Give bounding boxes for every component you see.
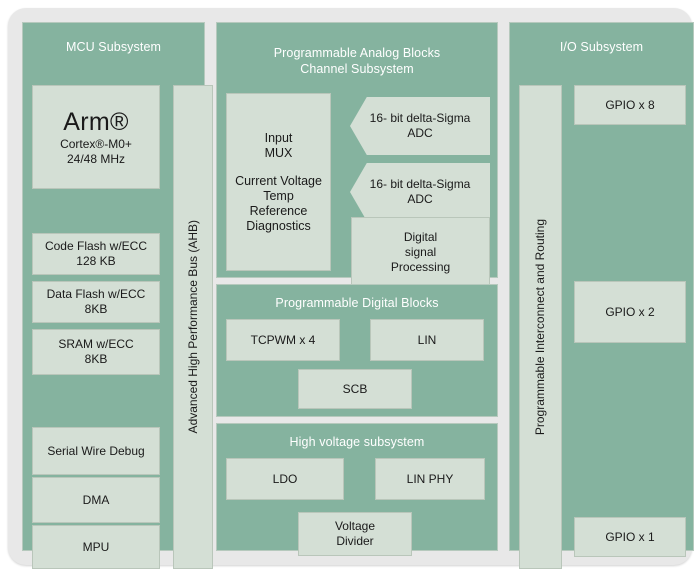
code-flash-size: 128 KB <box>76 254 116 268</box>
adc1-line1: 16- bit delta-Sigma <box>369 111 471 125</box>
block-dma[interactable]: DMA <box>32 477 160 523</box>
voltage-divider-line1: Voltage <box>334 519 376 533</box>
block-scb[interactable]: SCB <box>298 369 412 409</box>
input-mux-line5: Reference <box>249 203 308 218</box>
voltage-divider-line2: Divider <box>336 534 374 548</box>
block-ahb-bus[interactable]: Advanced High Performance Bus (AHB) <box>173 85 213 569</box>
panel-title-analog: Programmable Analog Blocks Channel Subsy… <box>217 45 497 77</box>
block-lin-phy[interactable]: LIN PHY <box>375 458 485 500</box>
input-mux-line3: Current Voltage <box>235 173 322 188</box>
panel-title-mcu-subsystem: MCU Subsystem <box>65 40 162 54</box>
block-digital-signal-processing[interactable]: Digital signal Processing <box>351 217 490 287</box>
block-adc-2[interactable]: 16- bit delta-Sigma ADC <box>350 163 490 221</box>
block-voltage-divider[interactable]: Voltage Divider <box>298 512 412 556</box>
dsp-line2: signal <box>404 244 437 259</box>
block-gpio-x8[interactable]: GPIO x 8 <box>574 85 686 125</box>
block-gpio-x2[interactable]: GPIO x 2 <box>574 281 686 343</box>
input-mux-line2: MUX <box>264 145 293 160</box>
block-ldo[interactable]: LDO <box>226 458 344 500</box>
block-lin[interactable]: LIN <box>370 319 484 361</box>
analog-title-line1: Programmable Analog Blocks <box>273 46 441 60</box>
panel-title-high-voltage: High voltage subsystem <box>289 435 425 449</box>
panel-high-voltage-subsystem: High voltage subsystem LDO LIN PHY Volta… <box>216 423 498 556</box>
chip-outline: MCU Subsystem Arm® Cortex®-M0+ 24/48 MHz… <box>8 8 694 569</box>
block-code-flash[interactable]: Code Flash w/ECC 128 KB <box>32 233 160 275</box>
block-gpio-x1[interactable]: GPIO x 1 <box>574 517 686 557</box>
input-mux-line4: Temp <box>263 188 294 203</box>
panel-mcu-subsystem: MCU Subsystem Arm® Cortex®-M0+ 24/48 MHz… <box>22 22 213 569</box>
panel-io-subsystem: I/O Subsystem Programmable Interconnect … <box>509 22 694 569</box>
block-adc-1[interactable]: 16- bit delta-Sigma ADC <box>350 97 490 155</box>
dsp-line1: Digital <box>403 229 438 244</box>
panel-title-io-subsystem: I/O Subsystem <box>559 40 644 54</box>
panel-programmable-digital-blocks: Programmable Digital Blocks TCPWM x 4 LI… <box>216 284 498 417</box>
panel-title-digital: Programmable Digital Blocks <box>275 296 439 310</box>
block-sram[interactable]: SRAM w/ECC 8KB <box>32 329 160 375</box>
block-input-mux[interactable]: Input MUX Current Voltage Temp Reference… <box>226 93 331 271</box>
block-data-flash[interactable]: Data Flash w/ECC 8KB <box>32 281 160 323</box>
interconnect-label: Programmable Interconnect and Routing <box>533 218 547 436</box>
block-tcpwm[interactable]: TCPWM x 4 <box>226 319 340 361</box>
block-serial-wire-debug[interactable]: Serial Wire Debug <box>32 427 160 475</box>
arm-clock-label: 24/48 MHz <box>66 152 126 166</box>
block-arm-cortex-m0[interactable]: Arm® Cortex®-M0+ 24/48 MHz <box>32 85 160 189</box>
dsp-line3: Processing <box>390 259 451 274</box>
ahb-bus-label: Advanced High Performance Bus (AHB) <box>185 220 200 434</box>
data-flash-label: Data Flash w/ECC <box>46 287 146 301</box>
data-flash-size: 8KB <box>84 302 108 316</box>
block-programmable-interconnect-routing[interactable]: Programmable Interconnect and Routing <box>519 85 562 569</box>
input-mux-line6: Diagnostics <box>246 218 311 233</box>
arm-label: Arm® <box>63 108 129 136</box>
adc2-line2: ADC <box>407 192 433 206</box>
adc2-line1: 16- bit delta-Sigma <box>369 177 471 191</box>
analog-title-line2: Channel Subsystem <box>300 62 414 76</box>
code-flash-label: Code Flash w/ECC <box>44 239 148 253</box>
arm-core-label: Cortex®-M0+ <box>60 137 132 151</box>
panel-programmable-analog-blocks: Programmable Analog Blocks Channel Subsy… <box>216 22 498 287</box>
block-mpu[interactable]: MPU <box>32 525 160 569</box>
sram-label: SRAM w/ECC <box>58 337 134 351</box>
input-mux-line1: Input <box>264 130 293 145</box>
adc1-line2: ADC <box>407 126 433 140</box>
sram-size: 8KB <box>84 352 108 366</box>
